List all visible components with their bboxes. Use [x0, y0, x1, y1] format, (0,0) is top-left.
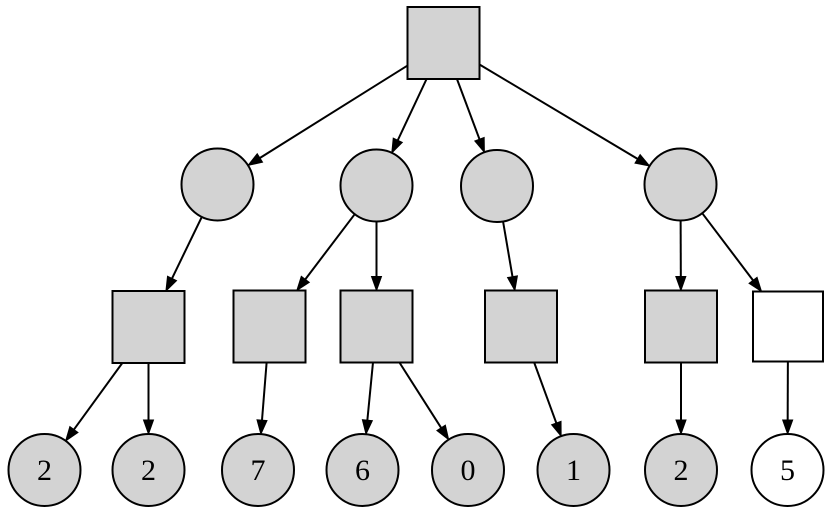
arrowhead-s2-b3 — [256, 419, 268, 436]
edge-root-c3 — [456, 78, 481, 140]
arrowhead-root-c3 — [473, 136, 485, 154]
edge-root-c2 — [396, 78, 428, 141]
edge-c2-s2 — [304, 213, 356, 280]
node-root-square — [406, 6, 481, 80]
arrowhead-s5-b7 — [675, 419, 687, 436]
node-s1-square — [111, 290, 186, 364]
arrowhead-root-c1 — [246, 152, 264, 167]
arrowhead-s3-b5 — [436, 424, 450, 441]
arrowhead-root-c2 — [391, 137, 404, 155]
arrowhead-s3-b4 — [361, 419, 374, 436]
node-b3-circle — [221, 433, 295, 507]
edge-root-c1 — [259, 64, 409, 159]
node-c4-circle — [643, 147, 718, 222]
edge-s1-b1 — [73, 362, 124, 431]
node-s3-square — [339, 289, 414, 364]
node-b4-label: 6 — [355, 454, 370, 487]
arrowhead-c2-s2 — [295, 275, 311, 292]
node-b3-label: 7 — [251, 454, 266, 487]
edge-c3-s4 — [502, 221, 514, 277]
edge-s2-b3 — [260, 362, 268, 421]
arrowhead-c1-s1 — [165, 275, 178, 293]
arrowhead-s1-b2 — [142, 419, 155, 436]
arrowhead-c3-s4 — [506, 275, 519, 292]
arrowhead-s1-b1 — [64, 425, 79, 443]
node-c3-circle — [460, 149, 534, 223]
node-b6-circle — [536, 433, 611, 507]
edge-s3-b5 — [398, 361, 442, 429]
edge-c1-s1 — [171, 216, 203, 279]
edge-s3-b4 — [366, 362, 374, 421]
edge-s4-b6 — [533, 362, 558, 424]
node-b8-circle — [750, 433, 825, 507]
arrowhead-root-c4 — [634, 153, 651, 167]
node-b2-label: 2 — [141, 454, 156, 487]
node-s4-square — [484, 289, 558, 364]
edge-root-c4 — [478, 63, 639, 160]
arrowhead-c4-s6 — [748, 276, 763, 293]
arrowhead-s4-b6 — [550, 420, 562, 438]
arrowhead-c4-s5 — [675, 275, 687, 292]
node-b1-label: 2 — [37, 454, 52, 487]
node-c2-circle — [339, 148, 414, 223]
node-b2-circle — [111, 433, 186, 507]
node-b7-label: 2 — [674, 454, 689, 487]
node-b5-circle — [431, 433, 505, 507]
node-c1-circle — [180, 147, 255, 222]
node-b4-circle — [325, 433, 400, 507]
edge-c4-s6 — [701, 212, 754, 281]
node-b1-circle — [7, 433, 82, 507]
arrowhead-c2-s3 — [370, 276, 383, 292]
node-b6-label: 1 — [566, 454, 581, 487]
node-b7-circle — [644, 433, 718, 507]
node-s2-square — [232, 289, 307, 364]
node-s5-square — [644, 289, 718, 364]
node-s6-square — [752, 290, 824, 363]
node-b5-label: 0 — [461, 454, 476, 487]
node-b8-label: 5 — [780, 454, 795, 487]
arrowhead-s6-b8 — [781, 419, 794, 436]
